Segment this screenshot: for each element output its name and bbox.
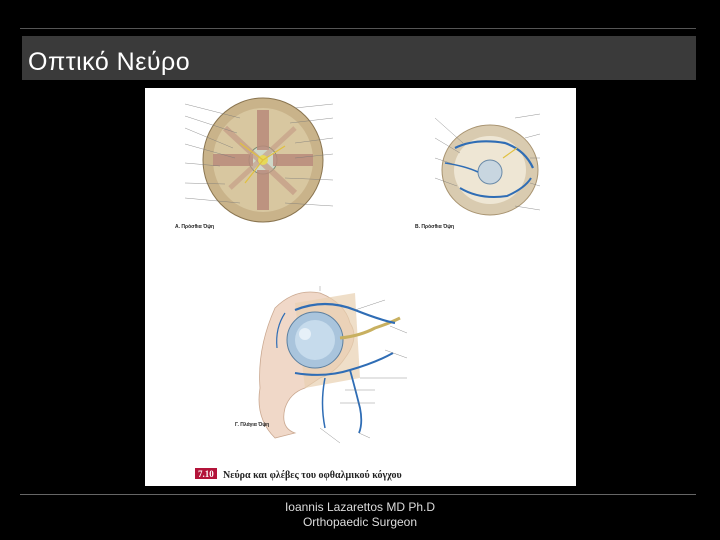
caption-number: 7.10 [198, 469, 214, 479]
panel-c-label: Γ. Πλάγια Όψη [235, 422, 269, 428]
footer-author: Ioannis Lazarettos MD Ph.D [0, 500, 720, 515]
panel-a-label: Α. Πρόσθια Όψη [175, 224, 214, 230]
panel-a-orbit-illustration [203, 98, 323, 222]
panel-b-label: Β. Πρόσθια Όψη [415, 224, 454, 230]
slide-title: Οπτικό Νεύρο [28, 48, 190, 76]
slide-title-bar: Οπτικό Νεύρο [22, 36, 696, 80]
panel-b-orbit-illustration [442, 125, 538, 215]
anatomy-illustration: Α. Πρόσθια Όψη Β. Πρόσθια Όψη [145, 88, 576, 486]
anatomy-figure: Α. Πρόσθια Όψη Β. Πρόσθια Όψη [145, 88, 576, 486]
footer-role: Orthopaedic Surgeon [0, 515, 720, 530]
caption-text: Νεύρα και φλέβες του οφθαλμικού κόγχου [223, 470, 402, 481]
panel-c-lateral-illustration [259, 292, 400, 438]
slide-footer: Ioannis Lazarettos MD Ph.D Orthopaedic S… [0, 500, 720, 530]
top-divider [20, 28, 696, 29]
bottom-divider [20, 494, 696, 495]
